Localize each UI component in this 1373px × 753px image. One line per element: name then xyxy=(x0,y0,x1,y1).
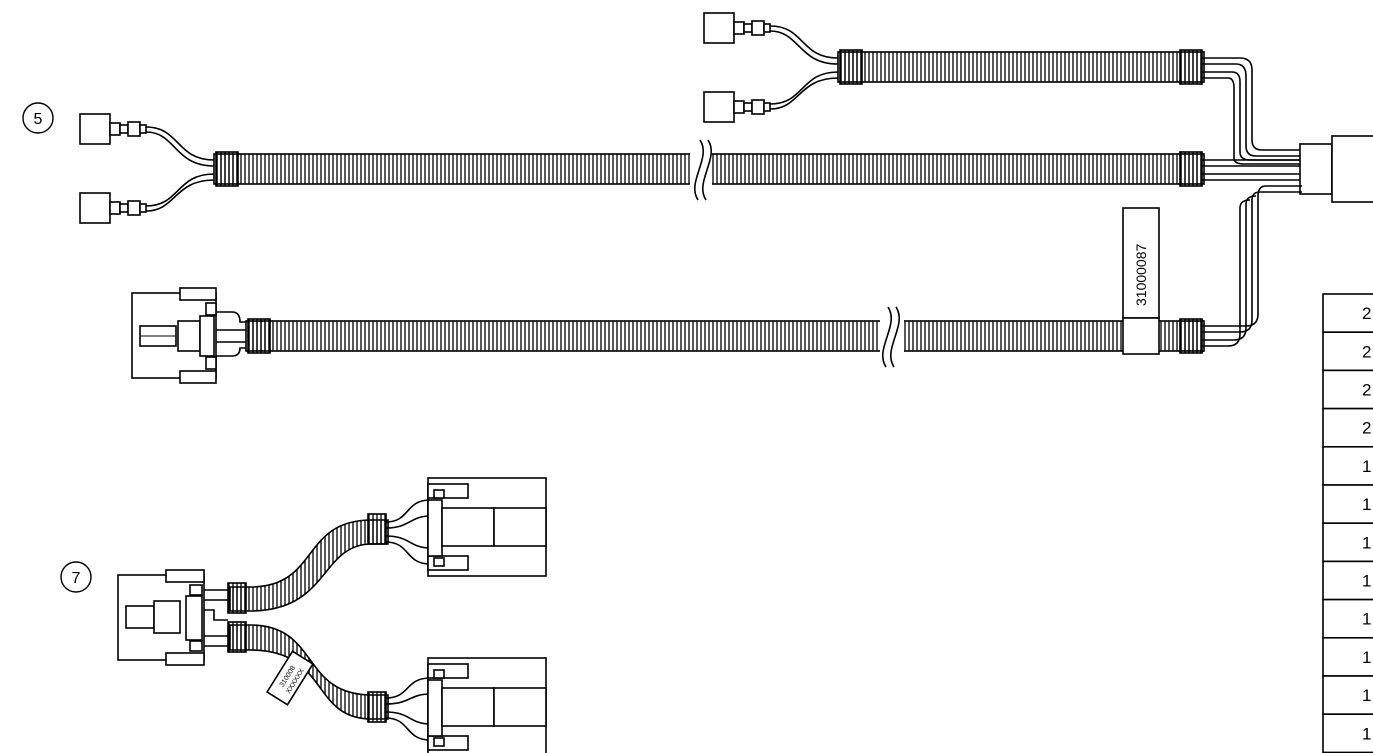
table-cell: 1 xyxy=(1362,686,1371,705)
table-cell: 1 xyxy=(1362,533,1371,552)
table-row xyxy=(1322,445,1373,486)
part-number-label: 31000087 xyxy=(1133,243,1149,306)
table-cell: 1 xyxy=(1362,495,1371,514)
upper-branch-harness xyxy=(703,12,1302,165)
main-harness xyxy=(79,113,1373,224)
table-cell: 1 xyxy=(1362,457,1371,476)
lower-harness: 31000087 xyxy=(131,185,1302,384)
table-cell: 1 xyxy=(1362,724,1371,743)
bom-table: 2 2 2 2 1 1 1 1 1 1 1 1 xyxy=(1322,293,1373,753)
table-cell: 1 xyxy=(1362,572,1371,591)
table-cell: 2 xyxy=(1362,342,1371,361)
table-row xyxy=(1322,713,1373,753)
table-cell: 1 xyxy=(1362,610,1371,629)
table-row xyxy=(1322,407,1373,448)
callout-5-label: 5 xyxy=(34,111,43,128)
y-harness: 310008 XXXXXX xyxy=(117,477,547,753)
table-cell: 2 xyxy=(1362,304,1371,323)
callout-7-label: 7 xyxy=(72,570,81,587)
table-cell: 2 xyxy=(1362,419,1371,438)
table-cell: 2 xyxy=(1362,381,1371,400)
callout-7: 7 xyxy=(60,561,92,593)
table-cell: 1 xyxy=(1362,648,1371,667)
callout-5: 5 xyxy=(22,102,54,134)
